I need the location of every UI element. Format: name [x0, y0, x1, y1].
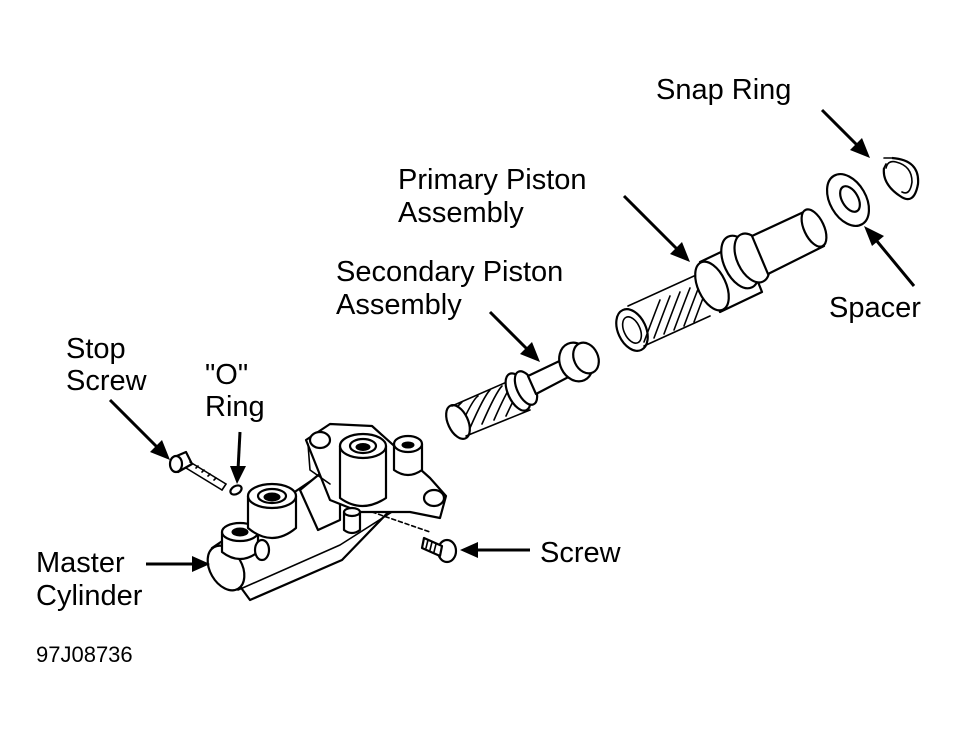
label-primary-piston-line1: Primary Piston	[398, 164, 587, 196]
master-cylinder-body	[206, 422, 448, 602]
label-primary-piston-line2: Assembly	[398, 197, 524, 229]
label-spacer: Spacer	[829, 292, 921, 324]
label-snap-ring: Snap Ring	[656, 74, 791, 106]
label-secondary-piston-line2: Assembly	[336, 289, 462, 321]
secondary-piston-part	[445, 341, 600, 440]
label-stop-screw-line1: Stop	[66, 333, 126, 365]
o-ring-part	[229, 484, 243, 496]
label-o-ring-line1: "O"	[205, 359, 248, 391]
label-stop-screw-line2: Screw	[66, 365, 148, 397]
snap-ring-part	[882, 156, 920, 201]
label-screw: Screw	[540, 537, 622, 569]
figure-code: 97J08736	[36, 642, 133, 667]
mounting-screw-part	[420, 536, 458, 564]
leader-arrows	[108, 108, 916, 572]
label-o-ring-line2: Ring	[205, 391, 265, 423]
label-secondary-piston-line1: Secondary Piston	[336, 256, 563, 288]
spacer-part	[825, 173, 871, 227]
label-master-cylinder-line2: Cylinder	[36, 580, 143, 612]
primary-piston-part	[615, 208, 828, 352]
stop-screw-part	[168, 450, 227, 491]
label-master-cylinder-line1: Master	[36, 547, 125, 579]
